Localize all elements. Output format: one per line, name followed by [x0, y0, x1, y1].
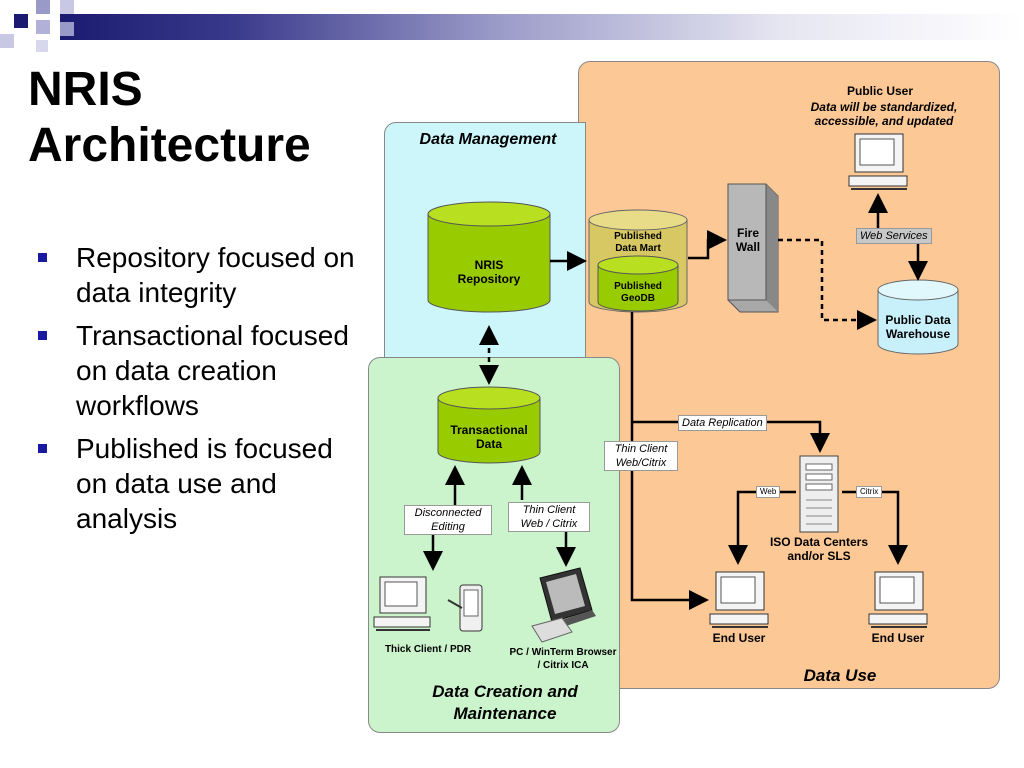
- web-services-tag: Web Services: [856, 228, 932, 244]
- iso-data-centers-label: ISO Data Centers and/or SLS: [769, 535, 869, 563]
- data-management-title: Data Management: [419, 131, 557, 148]
- bullet-square-icon: [38, 253, 47, 262]
- end-user-left-computer-icon: [709, 571, 769, 628]
- bullet-list: Repository focused on data integrity Tra…: [38, 240, 368, 544]
- decorative-squares: [0, 0, 80, 60]
- page-title: NRIS Architecture: [28, 63, 311, 172]
- thin-client-web-citrix-2-tag: Thin Client Web / Citrix: [508, 502, 590, 532]
- end-user-left-label: End User: [712, 631, 766, 645]
- bullet-item: Repository focused on data integrity: [38, 240, 368, 310]
- published-geodb-label: Published GeoDB: [614, 281, 662, 304]
- thick-client-computer-icon: [373, 576, 431, 631]
- public-data-warehouse-label: Public Data Warehouse: [885, 313, 951, 341]
- public-user-computer-icon: [848, 133, 908, 190]
- web-tag: Web: [756, 486, 781, 498]
- end-user-right-label: End User: [871, 631, 925, 645]
- published-data-mart-label: Published Data Mart: [614, 231, 662, 254]
- data-use-panel: [578, 61, 1000, 689]
- bullet-square-icon: [38, 331, 47, 340]
- iso-server-tower-icon: [799, 455, 839, 533]
- header-gradient-bar: [60, 14, 1024, 40]
- public-user-label: Public User: [846, 84, 914, 98]
- nris-repository-cylinder: [427, 201, 551, 313]
- thin-client-web-citrix-tag: Thin Client Web/Citrix: [604, 441, 678, 471]
- winterm-monitor-icon: [531, 567, 596, 643]
- data-creation-title: Data Creation and Maintenance: [432, 682, 578, 723]
- disconnected-editing-tag: Disconnected Editing: [404, 505, 492, 535]
- citrix-tag: Citrix: [856, 486, 883, 498]
- public-user-note: Data will be standardized, accessible, a…: [810, 100, 958, 128]
- data-replication-tag: Data Replication: [678, 415, 767, 431]
- published-geodb-cylinder: [597, 255, 679, 312]
- transactional-data-label: Transactional Data: [450, 423, 528, 451]
- transactional-data-cylinder: [437, 386, 541, 464]
- fire-wall-shape: [727, 183, 779, 313]
- pda-device-icon: [447, 584, 483, 632]
- fire-wall-label: Fire Wall: [735, 226, 761, 254]
- public-data-warehouse-cylinder: [877, 279, 959, 355]
- nris-repository-label: NRIS Repository: [457, 258, 521, 286]
- pc-winterm-label: PC / WinTerm Browser / Citrix ICA: [509, 647, 617, 671]
- bullet-item: Published is focused on data use and ana…: [38, 431, 368, 536]
- bullet-item: Transactional focused on data creation w…: [38, 318, 368, 423]
- bullet-square-icon: [38, 444, 47, 453]
- data-use-title: Data Use: [803, 666, 877, 685]
- end-user-right-computer-icon: [868, 571, 928, 628]
- thick-client-label: Thick Client / PDR: [384, 644, 472, 655]
